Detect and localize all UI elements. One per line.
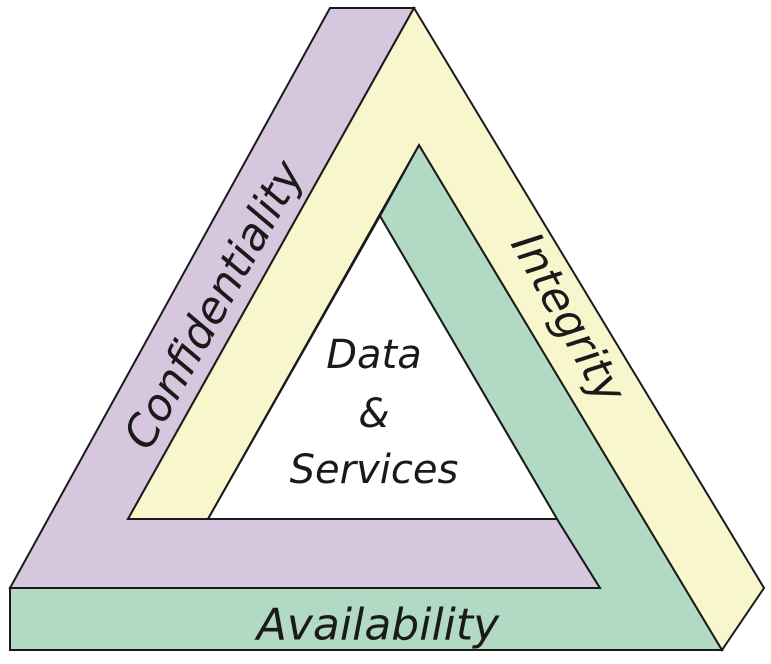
center-triangle xyxy=(206,213,559,520)
center-label-services: Services xyxy=(290,447,459,493)
integrity-band xyxy=(126,6,766,652)
center-label-data: Data xyxy=(326,332,422,378)
center-label-ampersand: & xyxy=(358,391,389,437)
availability-label: Availability xyxy=(254,600,500,651)
